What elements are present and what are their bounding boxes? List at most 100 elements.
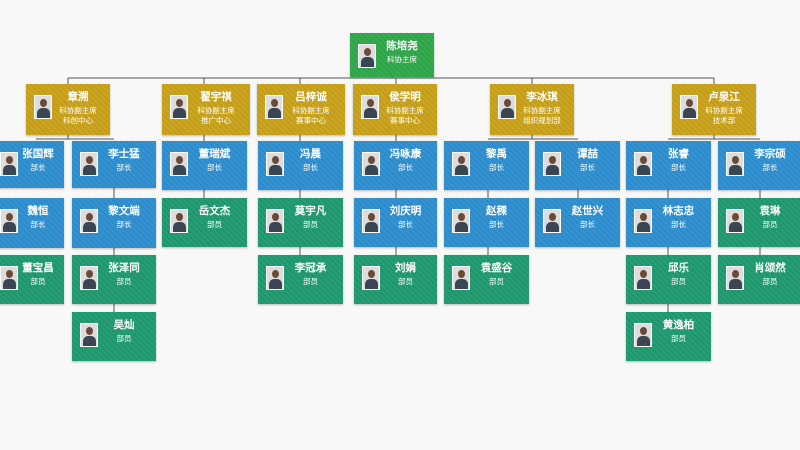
node-role: 部长 bbox=[762, 163, 778, 172]
node-department: 推广中心 bbox=[201, 116, 231, 125]
org-node-member[interactable]: 邱乐 部员 bbox=[626, 255, 711, 304]
node-department: 技术部 bbox=[712, 116, 736, 125]
node-name: 董宝昌 bbox=[22, 262, 54, 274]
org-node-member[interactable]: 谭喆 部长 bbox=[535, 141, 620, 190]
org-node-vice-chair[interactable]: 李冰琪 科协副主席 组织规划部 bbox=[490, 84, 574, 135]
org-node-member[interactable]: 冯咏康 部长 bbox=[354, 141, 437, 190]
node-name: 黎文端 bbox=[108, 205, 140, 217]
org-node-member[interactable]: 袁琳 部员 bbox=[718, 198, 800, 247]
node-name: 张泽同 bbox=[108, 262, 140, 274]
avatar bbox=[634, 152, 652, 176]
avatar bbox=[34, 95, 52, 119]
org-node-member[interactable]: 魏恒 部长 bbox=[0, 198, 64, 248]
node-role: 部员 bbox=[303, 220, 318, 229]
org-node-member[interactable]: 李冠承 部员 bbox=[258, 255, 343, 304]
node-role: 部员 bbox=[671, 334, 686, 343]
node-role: 部员 bbox=[116, 334, 132, 343]
org-node-member[interactable]: 黄逸柏 部员 bbox=[626, 312, 711, 361]
org-node-member[interactable]: 赵世兴 部长 bbox=[535, 198, 620, 247]
org-node-member[interactable]: 刘娟 部员 bbox=[354, 255, 437, 304]
avatar bbox=[543, 209, 561, 233]
node-role: 部长 bbox=[116, 163, 132, 172]
node-department: 赛事中心 bbox=[390, 116, 420, 125]
org-node-member[interactable]: 肖颂然 部员 bbox=[718, 255, 800, 304]
org-node-vice-chair[interactable]: 吕梓诚 科协副主席 赛事中心 bbox=[257, 84, 345, 135]
node-role: 部员 bbox=[398, 277, 413, 286]
node-name: 赵稞 bbox=[486, 205, 507, 217]
node-role: 部长 bbox=[671, 163, 686, 172]
node-role: 部长 bbox=[489, 220, 504, 229]
avatar bbox=[0, 209, 18, 233]
node-role: 部员 bbox=[762, 277, 778, 286]
node-title: 科协副主席 bbox=[197, 106, 235, 115]
avatar bbox=[0, 152, 18, 176]
node-role: 部员 bbox=[30, 277, 46, 286]
node-name: 魏恒 bbox=[27, 205, 49, 217]
node-name: 林志忠 bbox=[662, 205, 695, 217]
org-node-member[interactable]: 张国辉 部长 bbox=[0, 141, 64, 188]
avatar bbox=[634, 209, 652, 233]
org-node-vice-chair[interactable]: 章溯 科协副主席 科创中心 bbox=[26, 84, 110, 135]
avatar bbox=[266, 266, 284, 290]
avatar bbox=[452, 266, 470, 290]
node-name: 刘娟 bbox=[395, 262, 416, 274]
node-name: 李宗硕 bbox=[754, 148, 786, 160]
avatar bbox=[266, 209, 284, 233]
node-role: 部员 bbox=[116, 277, 132, 286]
node-role: 部长 bbox=[398, 163, 413, 172]
org-node-member[interactable]: 吴灿 部员 bbox=[72, 312, 156, 361]
node-name: 黎禹 bbox=[486, 148, 507, 160]
avatar bbox=[680, 95, 698, 119]
org-node-member[interactable]: 莫宇凡 部员 bbox=[258, 198, 343, 247]
node-role: 部员 bbox=[671, 277, 686, 286]
avatar bbox=[80, 152, 98, 176]
avatar bbox=[726, 209, 744, 233]
node-title: 科协副主席 bbox=[292, 106, 330, 115]
org-node-member[interactable]: 黎文端 部长 bbox=[72, 198, 156, 248]
avatar bbox=[362, 209, 380, 233]
avatar bbox=[452, 152, 470, 176]
avatar bbox=[543, 152, 561, 176]
org-node-vice-chair[interactable]: 侯学明 科协副主席 赛事中心 bbox=[353, 84, 437, 135]
node-name: 李士猛 bbox=[108, 148, 140, 160]
org-node-member[interactable]: 岳文杰 部员 bbox=[162, 198, 247, 247]
node-role: 部员 bbox=[207, 220, 222, 229]
avatar bbox=[361, 95, 379, 119]
avatar bbox=[80, 209, 98, 233]
node-title: 科协副主席 bbox=[386, 106, 424, 115]
avatar bbox=[362, 152, 380, 176]
org-node-member[interactable]: 张睿 部长 bbox=[626, 141, 711, 190]
avatar bbox=[634, 323, 652, 347]
node-name: 肖颂然 bbox=[754, 262, 786, 274]
node-name: 侯学明 bbox=[389, 91, 421, 103]
node-role: 部长 bbox=[116, 220, 132, 229]
node-name: 岳文杰 bbox=[198, 205, 231, 217]
node-role: 部长 bbox=[671, 220, 686, 229]
avatar bbox=[0, 266, 18, 290]
org-node-vice-chair[interactable]: 卢泉江 科协副主席 技术部 bbox=[672, 84, 756, 135]
node-title: 科协主席 bbox=[387, 55, 417, 64]
node-role: 部长 bbox=[398, 220, 413, 229]
node-name: 黄逸柏 bbox=[662, 319, 695, 331]
org-node-member[interactable]: 黎禹 部长 bbox=[444, 141, 529, 190]
org-node-member[interactable]: 李士猛 部长 bbox=[72, 141, 156, 188]
org-node-member[interactable]: 董瑞斌 部长 bbox=[162, 141, 247, 190]
node-department: 科创中心 bbox=[63, 116, 93, 125]
org-node-member[interactable]: 张泽同 部员 bbox=[72, 255, 156, 304]
org-node-vice-chair[interactable]: 翟宇祺 科协副主席 推广中心 bbox=[162, 84, 250, 135]
org-node-member[interactable]: 冯晨 部长 bbox=[258, 141, 343, 190]
node-name: 赵世兴 bbox=[571, 205, 604, 217]
org-node-member[interactable]: 刘庆明 部长 bbox=[354, 198, 437, 247]
avatar bbox=[266, 152, 284, 176]
node-name: 谭喆 bbox=[577, 148, 598, 160]
org-node-member[interactable]: 董宝昌 部员 bbox=[0, 255, 64, 304]
node-role: 部长 bbox=[580, 220, 595, 229]
org-node-member[interactable]: 赵稞 部长 bbox=[444, 198, 529, 247]
node-role: 部员 bbox=[303, 277, 318, 286]
org-node-member[interactable]: 林志忠 部长 bbox=[626, 198, 711, 247]
node-role: 部长 bbox=[207, 163, 222, 172]
node-department: 赛事中心 bbox=[296, 116, 326, 125]
org-node-member[interactable]: 李宗硕 部长 bbox=[718, 141, 800, 190]
org-node-member[interactable]: 袁盛谷 部员 bbox=[444, 255, 529, 304]
org-node-root[interactable]: 陈培尧 科协主席 bbox=[350, 33, 434, 77]
